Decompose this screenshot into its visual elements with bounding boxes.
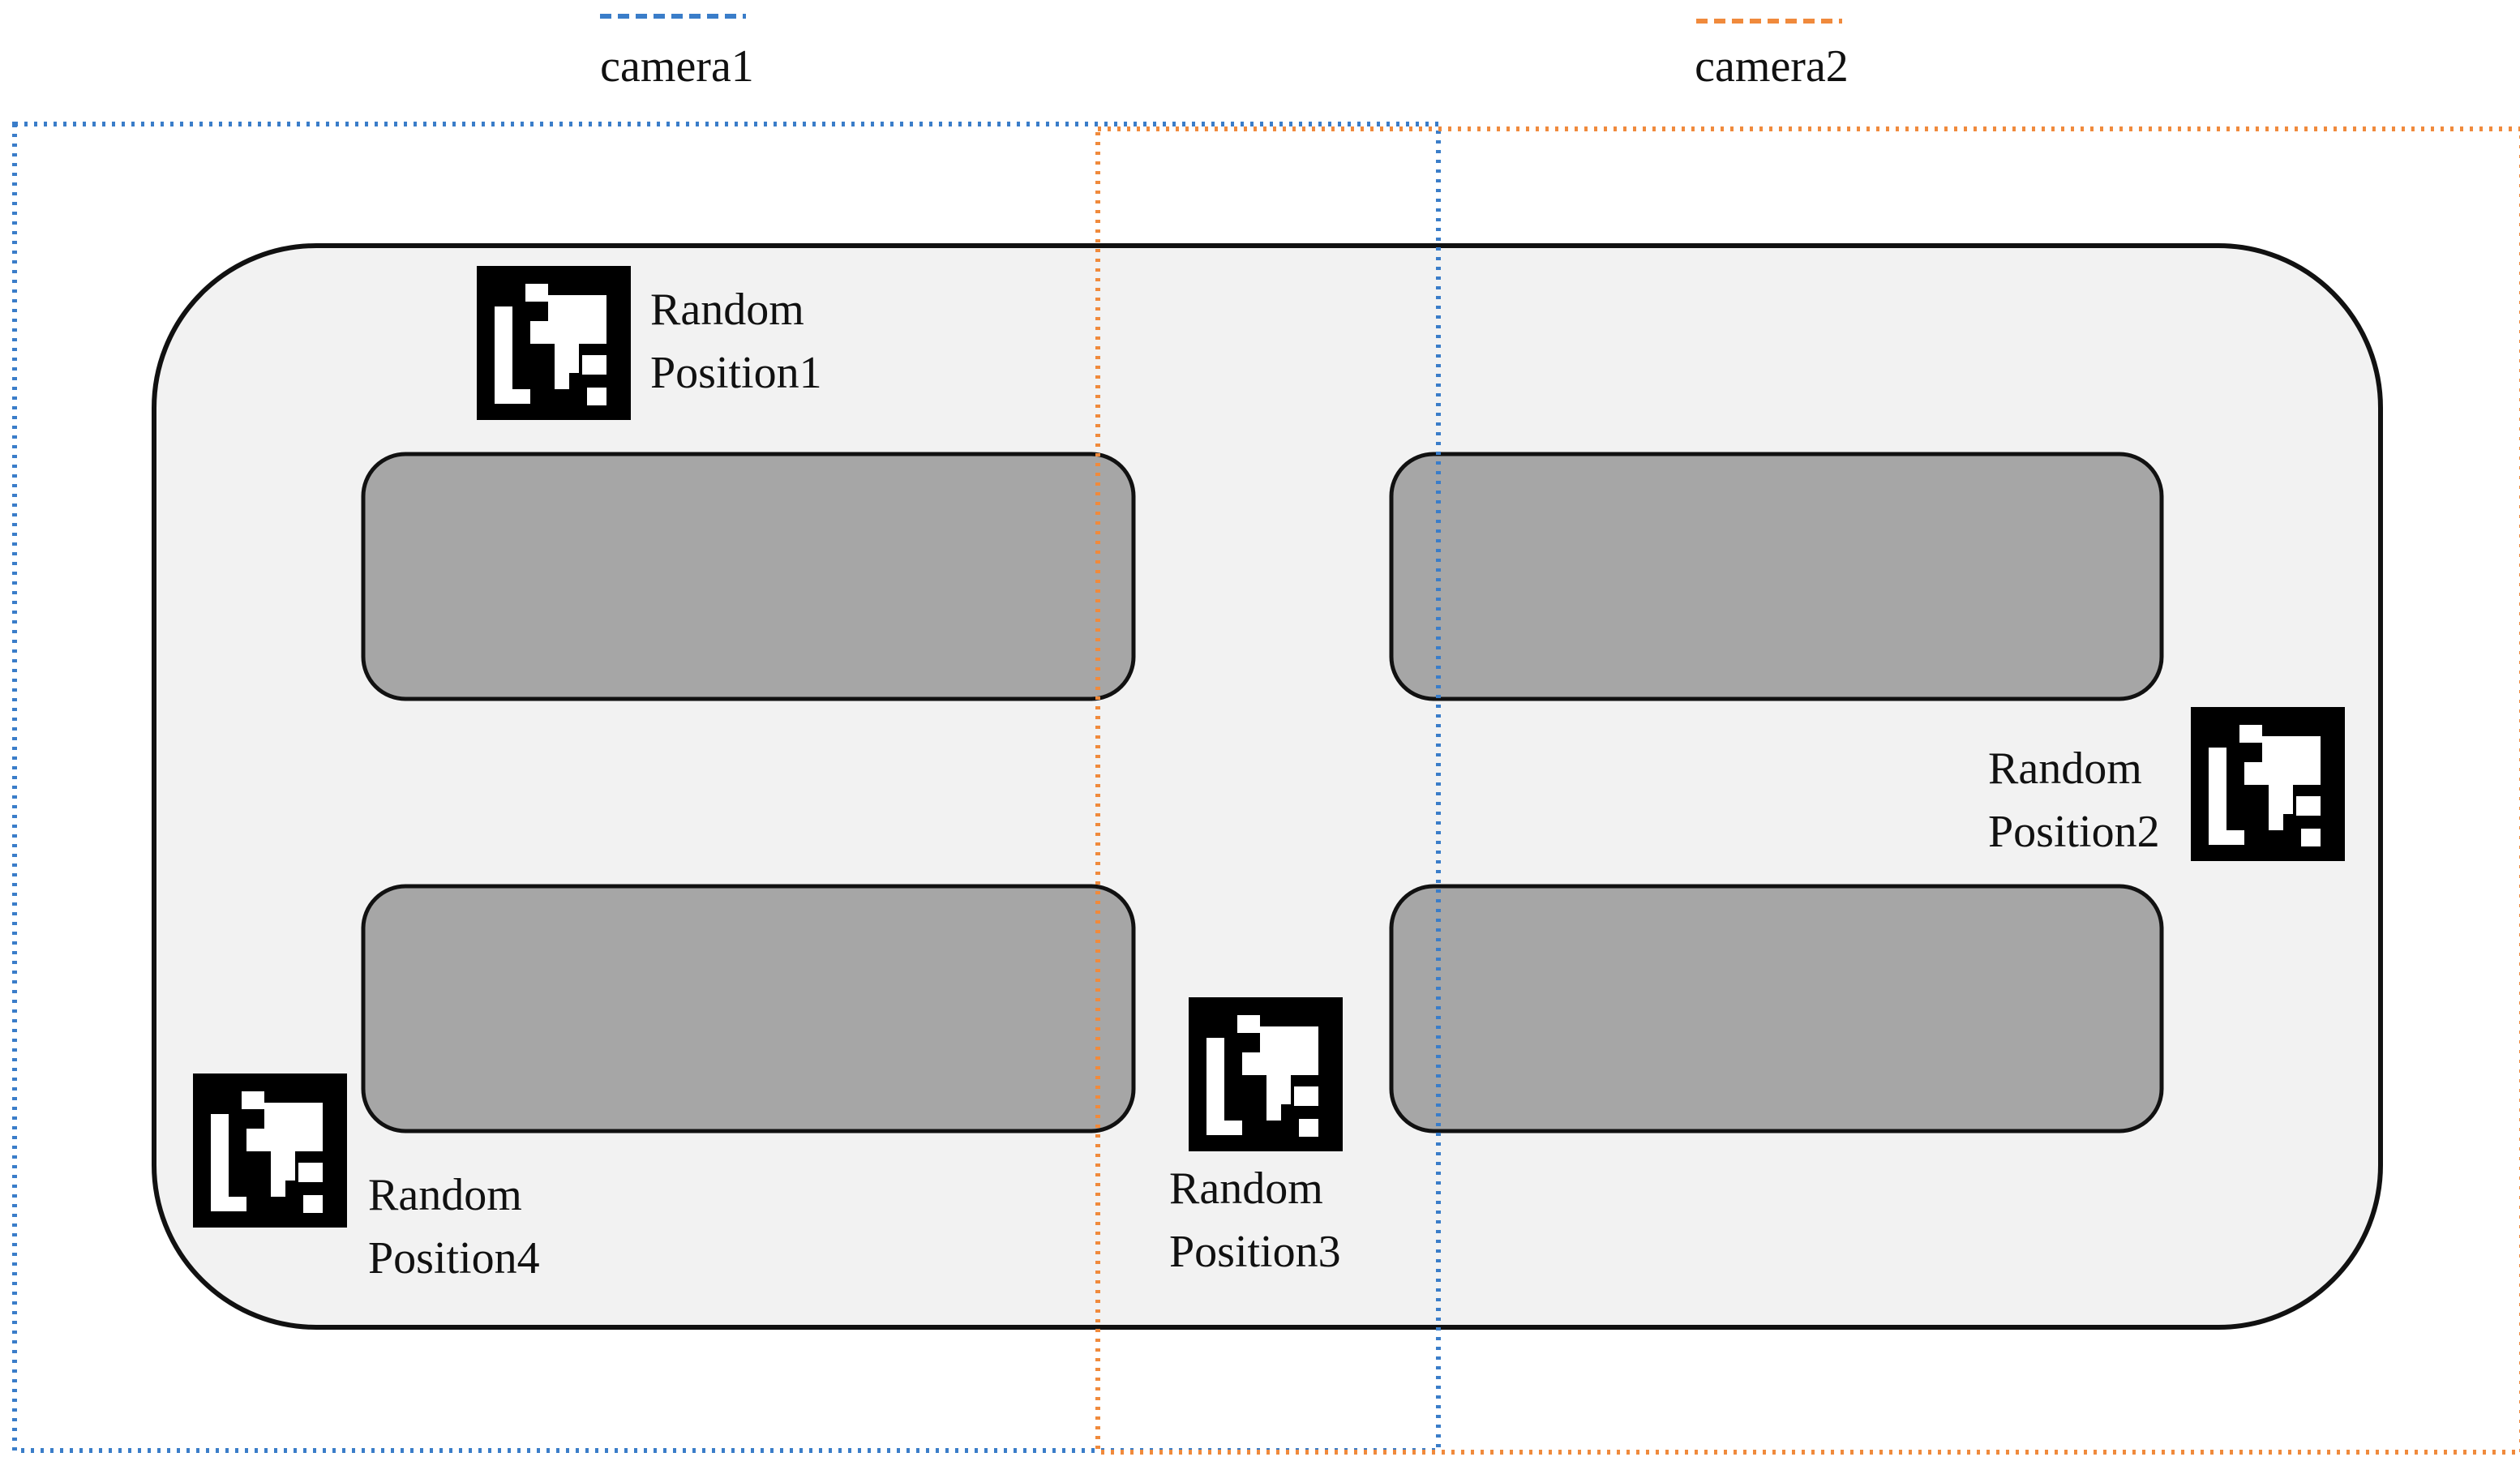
aruco-marker-icon xyxy=(2191,707,2345,861)
marker-label-position1: Random Position1 xyxy=(650,285,822,398)
obstacles xyxy=(361,452,2164,1133)
marker-label-position3: Random Position3 xyxy=(1169,1163,1341,1277)
camera2-legend-label: camera2 xyxy=(1695,41,1849,92)
legend: camera1 camera2 xyxy=(600,14,1849,92)
aruco-marker-icon xyxy=(477,266,631,420)
obstacle-top-right xyxy=(1389,452,2164,701)
marker-label-line1: Random xyxy=(1988,743,2142,794)
camera1-coverage-region xyxy=(12,122,1441,1453)
marker-label-position4: Random Position4 xyxy=(368,1170,540,1283)
marker-position3: Random Position3 xyxy=(1169,997,1343,1277)
marker-label-line1: Random xyxy=(1169,1163,1323,1214)
obstacle-bottom-right xyxy=(1389,884,2164,1133)
marker-label-line1: Random xyxy=(650,285,804,335)
marker-position2: Random Position2 xyxy=(1988,707,2345,861)
marker-label-position2: Random Position2 xyxy=(1988,743,2160,857)
marker-label-line1: Random xyxy=(368,1170,522,1220)
marker-label-line2: Position2 xyxy=(1988,807,2160,857)
marker-position1: Random Position1 xyxy=(477,266,822,420)
marker-position4: Random Position4 xyxy=(193,1073,540,1283)
camera1-legend-label: camera1 xyxy=(600,41,754,92)
aruco-marker-icon xyxy=(193,1073,347,1228)
marker-label-line2: Position4 xyxy=(368,1233,540,1283)
marker-label-line2: Position3 xyxy=(1169,1227,1341,1277)
camera2-coverage-region xyxy=(1095,126,2520,1455)
obstacle-top-left xyxy=(361,452,1136,701)
obstacle-bottom-left xyxy=(361,884,1136,1133)
marker-label-line2: Position1 xyxy=(650,348,822,398)
aruco-marker-icon xyxy=(1189,997,1343,1151)
